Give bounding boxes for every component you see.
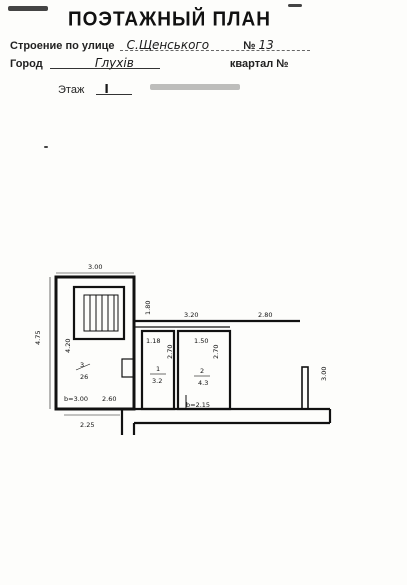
room-3-area: 26: [80, 373, 88, 381]
dim-room1-width: 1.18: [146, 337, 160, 345]
house-number-label: №: [243, 40, 256, 52]
stamp-smudge-right: [288, 4, 302, 7]
door-3: [121, 358, 135, 378]
floor-row: Этаж I: [58, 82, 109, 96]
floor-underline: [96, 94, 132, 95]
plan-svg: 3.00 4.75 4.20 1.80 3.20 2.80 3.00 2.25 …: [34, 263, 332, 435]
street-value: С.Щенського: [126, 38, 210, 52]
room-1-number: 1: [156, 365, 160, 373]
room-1-label: 1 3.2: [150, 365, 166, 385]
dim-right-wall: 2.80: [258, 311, 272, 319]
dim-top-width: 3.00: [88, 263, 102, 271]
stair-box: [72, 285, 126, 341]
room-2-label: 2 4.3: [194, 367, 210, 387]
dim-bottom-width: 2.25: [80, 421, 94, 429]
city-label: Город: [10, 58, 43, 70]
floor-plan-drawing: 3.00 4.75 4.20 1.80 3.20 2.80 3.00 2.25 …: [0, 255, 407, 435]
dim-base-room2: b=2.15: [186, 401, 210, 409]
city-row: Город Глухів квартал №: [10, 56, 289, 70]
dim-inner-height: 4.20: [64, 339, 72, 353]
ink-dot: [44, 146, 48, 148]
dim-room2-height: 2.70: [212, 345, 220, 359]
stair-inner: [83, 294, 119, 332]
dim-room2-width: 1.50: [194, 337, 208, 345]
street-underline: [120, 50, 310, 51]
room-3-label: 3 26: [75, 361, 91, 381]
room-3-number: 3: [80, 361, 84, 369]
floor-label: Этаж: [58, 84, 85, 96]
dim-base-mid: 2.60: [102, 395, 116, 403]
city-underline: [50, 68, 160, 69]
document-title: ПОЭТАЖНЫЙ ПЛАН: [68, 8, 271, 31]
quarter-label: квартал №: [229, 58, 289, 70]
floor-smudge: [150, 84, 240, 90]
dim-right-height: 3.00: [320, 367, 328, 381]
room-1-area: 3.2: [152, 377, 162, 385]
room-2-area: 4.3: [198, 379, 208, 387]
dim-base-left: b=3.00: [64, 395, 88, 403]
dim-left-height: 4.75: [34, 331, 42, 345]
street-label: Строение по улице: [10, 40, 115, 52]
dim-shaft-height: 1.80: [144, 301, 152, 315]
room-2-number: 2: [200, 367, 204, 375]
dim-corridor-width: 3.20: [184, 311, 198, 319]
city-value: Глухів: [94, 56, 134, 70]
dim-room1-height: 2.70: [166, 345, 174, 359]
street-row: Строение по улице С.Щенського № 13: [10, 38, 274, 52]
floor-value: I: [104, 82, 109, 96]
stamp-smudge: [8, 6, 48, 11]
right-post: [301, 366, 309, 410]
house-number-value: 13: [258, 38, 274, 52]
